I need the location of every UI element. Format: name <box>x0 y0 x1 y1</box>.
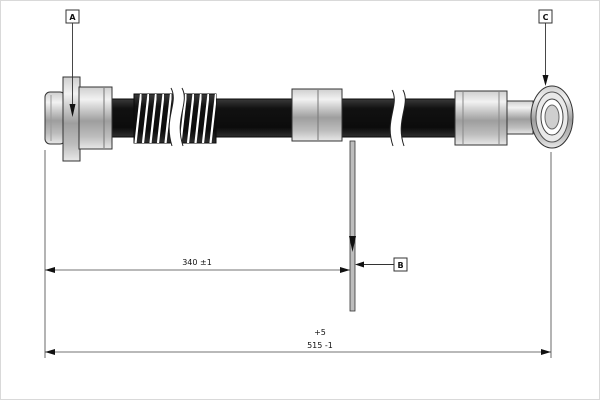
callout-b: B <box>355 257 408 272</box>
callout-c-arrow-icon <box>542 75 549 86</box>
break-mark-right <box>389 89 406 147</box>
right-fitting-face-hole <box>544 104 560 130</box>
right-fitting-body <box>454 90 508 146</box>
break-wavy-line <box>168 87 174 147</box>
callout-c: C <box>538 9 553 86</box>
right-fitting-neck <box>506 100 534 135</box>
clip-strip <box>349 140 356 312</box>
callout-b-arrow-icon <box>355 261 364 268</box>
left-fitting-cap <box>44 91 66 145</box>
mounting-clip <box>349 140 356 312</box>
left-fitting-flange <box>62 76 81 162</box>
dim-340-text: 340 ±1 <box>182 258 212 267</box>
dim-arrow-icon <box>541 349 551 355</box>
dim-515-text: 515 -1 <box>307 341 333 350</box>
dimension-overall: +5 515 -1 <box>45 152 552 358</box>
dim-arrow-icon <box>340 267 350 273</box>
left-fitting-collar <box>78 86 113 150</box>
break-wavy-line <box>389 89 395 147</box>
callout-a-label: A <box>69 13 76 22</box>
break-band <box>169 88 185 146</box>
dim-arrow-icon <box>45 267 55 273</box>
middle-sleeve <box>291 88 343 142</box>
break-band <box>390 90 406 146</box>
clip-arrow-icon <box>349 236 356 252</box>
dim-arrow-icon <box>45 349 55 355</box>
dim-515-tolerance-text: +5 <box>314 328 326 337</box>
callout-b-label: B <box>397 261 403 270</box>
left-fitting <box>44 76 113 162</box>
dimension-partial: 340 ±1 <box>44 150 350 358</box>
break-wavy-line <box>400 89 406 147</box>
break-mark-left <box>168 87 185 147</box>
right-fitting <box>454 85 574 149</box>
callout-c-label: C <box>543 13 549 22</box>
break-wavy-line <box>179 87 185 147</box>
callout-a: A <box>65 9 80 117</box>
callout-a-arrow-icon <box>69 104 76 117</box>
sleeve-body <box>291 88 343 142</box>
